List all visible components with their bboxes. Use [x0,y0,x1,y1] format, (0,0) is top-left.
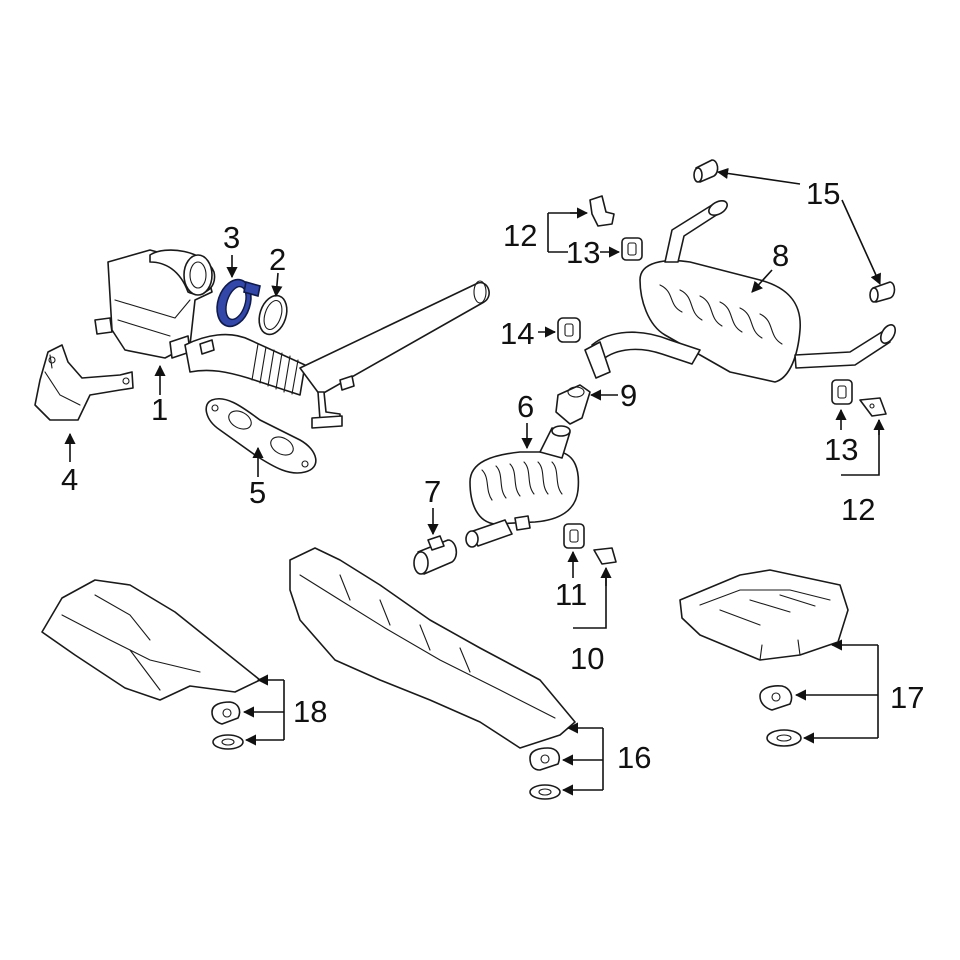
part-18-front-heat-shield[interactable] [41,579,261,701]
part-15-tail-pipe-tips[interactable] [693,159,896,303]
part-9-pipe-clamp[interactable] [555,384,591,425]
part-17-washer[interactable] [766,729,802,747]
part-13-insulator-right[interactable] [831,379,853,405]
part-4-heat-shield[interactable] [34,344,134,421]
part-17-rear-heat-shield[interactable] [679,569,849,661]
callout-15: 15 [806,176,840,211]
callout-3: 3 [223,220,240,255]
part-12-hanger-bracket-top[interactable] [589,195,615,227]
part-13-insulator-top[interactable] [621,237,643,261]
callout-5: 5 [249,475,266,510]
callout-13-top: 13 [566,235,600,270]
callout-13-right: 13 [824,432,858,467]
callout-17: 17 [890,680,924,715]
part-2-gasket[interactable] [254,292,291,338]
part-6-center-muffler[interactable] [465,425,580,548]
callout-12-top: 12 [503,218,537,253]
part-10-hanger-bracket[interactable] [593,547,617,565]
part-7-pipe-connector[interactable] [413,535,458,575]
callout-4: 4 [61,462,78,497]
part-18-washer[interactable] [212,734,244,750]
callout-18: 18 [293,694,327,729]
callout-10: 10 [570,641,604,676]
leader-lines [64,167,885,796]
part-8-rear-muffler[interactable] [584,198,898,383]
part-3-clamp-highlighted[interactable] [211,275,261,331]
callout-11: 11 [555,577,587,612]
callout-12-right: 12 [841,492,875,527]
part-5-flange-gasket[interactable] [205,398,317,474]
callout-16: 16 [617,740,651,775]
part-16-nut[interactable] [529,747,561,771]
callout-2: 2 [269,242,286,277]
part-1-catalytic-converter[interactable] [94,249,490,429]
callout-1: 1 [151,392,168,427]
callout-9: 9 [620,378,637,413]
part-18-nut[interactable] [211,701,241,725]
part-14-insulator[interactable] [557,317,581,343]
part-16-center-heat-shield[interactable] [289,547,576,749]
part-11-insulator[interactable] [563,523,585,549]
callout-7: 7 [424,474,441,509]
callout-6: 6 [517,389,534,424]
callout-14: 14 [500,316,534,351]
callout-8: 8 [772,238,789,273]
part-12-hanger-bracket-right[interactable] [859,397,887,417]
part-17-nut[interactable] [759,685,793,711]
part-16-washer[interactable] [529,784,561,800]
callout-labels: 1 2 3 4 5 6 7 8 9 10 11 12 12 13 13 14 1… [61,176,924,775]
